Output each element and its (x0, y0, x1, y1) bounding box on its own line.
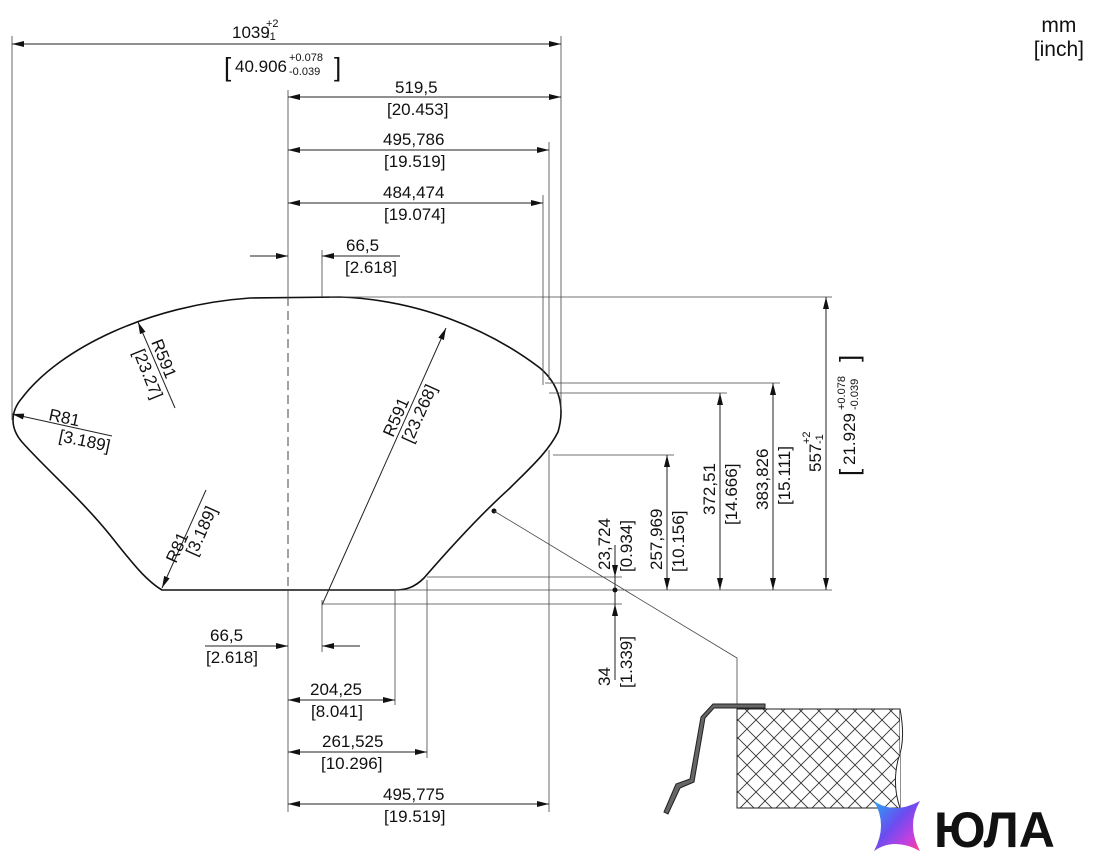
dim-bottom-offset-inch: [2.618] (206, 648, 258, 667)
radius-large-right-leader (321, 327, 447, 606)
dim-height-1-inch: [0.934] (617, 520, 636, 572)
section-detail (663, 703, 904, 815)
dim-bottom-width-1-inch: [8.041] (311, 702, 363, 721)
sink-flange-profile (663, 703, 766, 815)
dim-bottom-width-3-mm: 495,775 (383, 785, 444, 804)
dim-overall-width-bracket-open: [ (224, 52, 232, 82)
units-primary: mm (1041, 14, 1077, 37)
dim-height-3-inch: [14.666] (722, 464, 741, 525)
dim-top-width-2-inch: [19.074] (384, 205, 445, 224)
logo-star-icon (874, 801, 920, 851)
logo-text: ЮЛА (934, 802, 1055, 855)
section-leader (493, 510, 738, 704)
yula-logo: ЮЛА (874, 801, 1055, 855)
dim-half-width-inch: [20.453] (387, 100, 448, 119)
dim-bottom-offset-mm: 66,5 (210, 626, 243, 645)
dim-bottom-width-2-mm: 261,525 (322, 732, 383, 751)
dim-overall-width-mm-tol-minus: -1 (266, 31, 276, 43)
dim-half-width-mm: 519,5 (395, 78, 438, 97)
dim-flange-inch: [1.339] (617, 636, 636, 688)
radius-small-left-inch: [3.189] (57, 426, 112, 455)
dim-height-5-mm: 557 (806, 444, 825, 472)
dim-overall-width-inch-tol-plus: +0.078 (289, 52, 323, 64)
dim-height-5-tol-minus: -1 (814, 434, 826, 444)
sink-outline (12, 296, 562, 591)
dim-height-6-tol-plus: +0.078 (836, 376, 848, 410)
dim-bottom-width-1-mm: 204,25 (310, 680, 362, 699)
dim-height-5-tol-plus: +2 (801, 431, 813, 444)
dim-height-6-bracket-close: ] (834, 355, 864, 362)
units-secondary: [inch] (1033, 38, 1084, 61)
radius-small-left-leader (11, 413, 113, 437)
radius-small-bottom-leader (161, 489, 207, 589)
dim-overall-width-bracket-close: ] (334, 52, 341, 82)
countertop-hatch (736, 708, 901, 809)
countertop-break-line (894, 708, 904, 809)
dim-height-6-inch: 21.929 (840, 413, 859, 465)
dim-overall-width-mm: 1039 (232, 23, 270, 42)
dim-top-width-1-mm: 495,786 (383, 130, 444, 149)
dim-bottom-width-3-inch: [19.519] (384, 807, 445, 826)
dim-top-offset-mm: 66,5 (346, 236, 379, 255)
dim-flange-mm: 34 (595, 667, 614, 686)
dim-height-4-inch: [15.111] (775, 446, 794, 505)
dim-flange-dot (612, 587, 618, 593)
dim-top-width-1-inch: [19.519] (384, 152, 445, 171)
radius-large-left-leader (137, 321, 176, 409)
dim-bottom-width-2-inch: [10.296] (321, 754, 382, 773)
dim-height-6-tol-minus: -0.039 (849, 379, 861, 410)
dim-height-1-mm: 23,724 (595, 518, 614, 570)
dim-height-4-mm: 383,826 (753, 449, 772, 510)
dim-height-6-bracket-open: [ (834, 468, 864, 476)
dim-overall-width-mm-tol-plus: +2 (266, 18, 279, 30)
dim-overall-width-inch: 40.906 (235, 57, 287, 76)
dim-height-2-mm: 257,969 (647, 509, 666, 570)
dim-height-3-mm: 372,51 (700, 463, 719, 515)
dim-top-offset-inch: [2.618] (345, 258, 397, 277)
dim-overall-width-inch-tol-minus: -0.039 (289, 66, 320, 78)
dim-top-width-2-mm: 484,474 (383, 183, 444, 202)
dim-height-2-inch: [10.156] (669, 511, 688, 572)
units-legend: mm [inch] (1034, 14, 1084, 62)
